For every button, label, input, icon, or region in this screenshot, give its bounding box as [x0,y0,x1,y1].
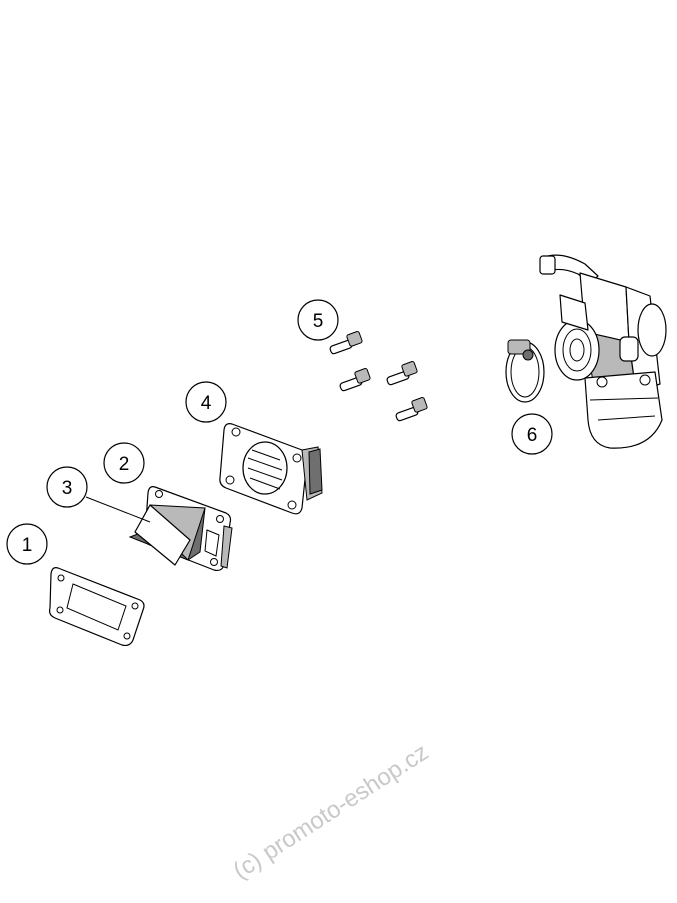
svg-text:1: 1 [22,535,33,556]
part-carburetor [539,254,667,449]
callout-1: 1 [6,523,48,565]
part-bolts [329,331,428,422]
bolt [395,397,428,422]
bolt [329,331,363,355]
callout-5: 5 [297,299,339,341]
svg-text:3: 3 [62,478,73,499]
callout-6: 6 [511,413,553,455]
svg-text:6: 6 [527,425,538,446]
callout-2: 2 [103,442,145,484]
bolt [386,361,418,386]
svg-text:4: 4 [201,393,212,414]
svg-text:5: 5 [313,311,324,332]
part-reed-petals [85,496,206,566]
bolt [339,368,371,392]
part-gasket [48,567,145,647]
svg-text:2: 2 [119,454,130,475]
callout-3: 3 [46,466,88,508]
part-hose-clamp [505,339,545,403]
part-intake-manifold [219,423,323,515]
watermark-text: (c) promoto-eshop.cz [228,739,433,885]
callout-4: 4 [185,381,227,423]
